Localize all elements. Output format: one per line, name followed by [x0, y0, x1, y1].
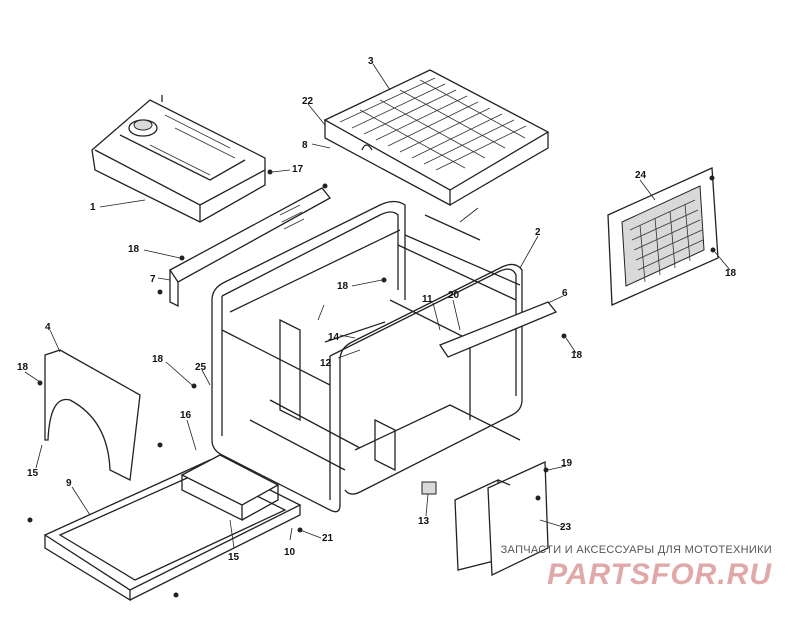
callout-23: 24: [635, 170, 647, 181]
callout-21: 22: [302, 96, 314, 107]
callout-18a: 18: [128, 244, 140, 255]
callout-18f: 18: [725, 268, 737, 279]
callout-4: 4: [45, 322, 51, 333]
callout-18g: 19: [561, 458, 573, 469]
callout-3: 3: [368, 56, 374, 67]
top-grille: [323, 69, 550, 207]
control-box-22: [454, 461, 549, 577]
rod-5: [424, 214, 481, 241]
leader-lines: [24, 63, 731, 549]
callout-2: 2: [535, 227, 541, 238]
callout-17: 17: [292, 164, 304, 175]
callout-18e: 18: [571, 350, 583, 361]
callout-20: 21: [322, 533, 334, 544]
callout-24: 25: [195, 362, 207, 373]
side-panel-4: [44, 349, 141, 481]
bracket-7: [169, 187, 331, 308]
callout-1: 1: [90, 202, 96, 213]
callout-13: 13: [418, 516, 430, 527]
rod-14: [324, 321, 386, 343]
screen-23: [607, 167, 719, 306]
tray-16: [180, 454, 280, 522]
fuel-tank: [91, 95, 266, 223]
callout-15b: 15: [228, 552, 240, 563]
callout-18b: 18: [337, 281, 349, 292]
callout-labels: 1 2 3 4 6 7 8 9 10 11 12 13 14 15 15 16 …: [17, 56, 737, 563]
callout-15a: 15: [27, 468, 39, 479]
watermark-caption: ЗАПЧАСТИ И АКСЕССУАРЫ ДЛЯ МОТОТЕХНИКИ: [500, 544, 772, 556]
callout-16: 16: [180, 410, 192, 421]
fasteners: [27, 169, 716, 598]
part-13: [421, 481, 437, 495]
callout-18d: 18: [17, 362, 29, 373]
callout-19: 20: [448, 290, 460, 301]
callout-9: 9: [66, 478, 72, 489]
callout-6: 6: [562, 288, 568, 299]
watermark-logo: PARTSFOR.RU: [547, 558, 772, 591]
callout-14: 14: [328, 332, 340, 343]
callout-8: 8: [302, 140, 308, 151]
callout-11: 11: [422, 294, 433, 305]
callout-12: 12: [320, 358, 332, 369]
callout-22: 23: [560, 522, 572, 533]
callout-18c: 18: [152, 354, 164, 365]
side-rail-6: [439, 301, 558, 358]
callout-7: 7: [150, 274, 156, 285]
callout-10: 10: [284, 547, 296, 558]
main-frame: [211, 200, 523, 513]
watermark: ЗАПЧАСТИ И АКСЕССУАРЫ ДЛЯ МОТОТЕХНИКИ PA…: [472, 544, 772, 592]
